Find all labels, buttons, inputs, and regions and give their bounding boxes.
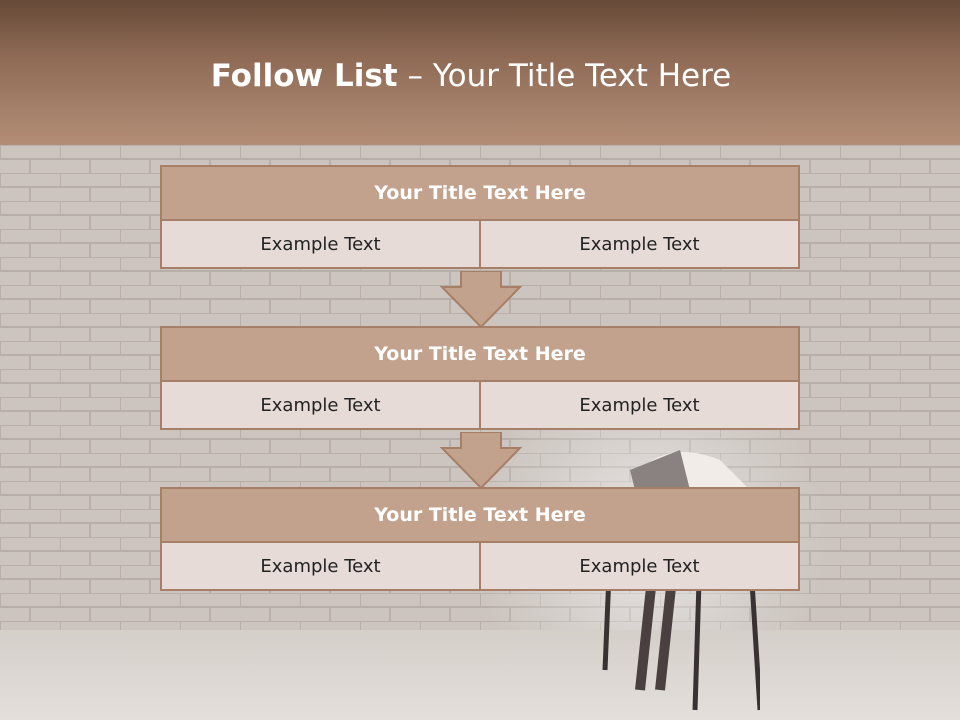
slide-header — [0, 0, 960, 145]
title-bold: Follow List — [210, 58, 398, 94]
list-block-3: Your Title Text Here Example Text Exampl… — [160, 487, 800, 591]
block-cell-right: Example Text — [481, 543, 800, 591]
list-block-2: Your Title Text Here Example Text Exampl… — [160, 326, 800, 430]
block-title: Your Title Text Here — [160, 326, 800, 382]
block-title: Your Title Text Here — [160, 165, 800, 221]
block-cell-right: Example Text — [481, 382, 800, 430]
block-cell-left: Example Text — [160, 382, 481, 430]
block-cell-left: Example Text — [160, 221, 481, 269]
block-cell-left: Example Text — [160, 543, 481, 591]
floor — [0, 630, 960, 720]
slide-title: Follow List – Your Title Text Here — [0, 58, 942, 94]
list-block-1: Your Title Text Here Example Text Exampl… — [160, 165, 800, 269]
block-cell-right: Example Text — [481, 221, 800, 269]
down-arrow-icon — [440, 432, 522, 490]
block-title: Your Title Text Here — [160, 487, 800, 543]
down-arrow-icon — [440, 271, 522, 329]
title-rest: – Your Title Text Here — [397, 58, 732, 94]
